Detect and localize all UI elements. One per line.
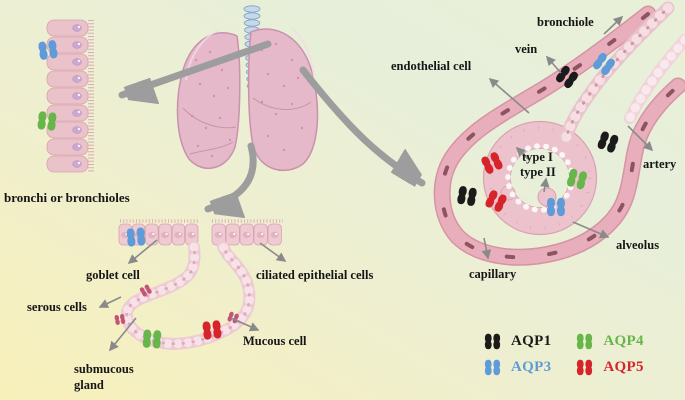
arrow-artery xyxy=(627,125,654,152)
arrow-capillary xyxy=(481,237,492,260)
label-endothelial-cell: endothelial cell xyxy=(391,59,472,73)
label-type1: type I xyxy=(522,150,553,164)
label-serous-cells: serous cells xyxy=(27,300,87,314)
bronchi-epithelium-strip xyxy=(37,19,94,173)
left-lung xyxy=(176,29,241,169)
arrow-mucous-cell xyxy=(230,317,260,332)
endothelial-nuclei xyxy=(440,12,680,260)
alveolar-duct-tube xyxy=(624,34,685,124)
arrow-ciliated-cells xyxy=(259,242,287,262)
capillary-band xyxy=(433,5,685,266)
arrow-goblet-cell xyxy=(127,239,158,265)
arrow-serous-cells xyxy=(98,296,122,308)
mini-aqp-marker xyxy=(114,313,126,326)
legend-item-aqp4: AQP4 xyxy=(575,333,643,350)
aqp-legend: AQP1 AQP4 AQP3 AQP5 xyxy=(483,333,644,376)
lung-speckles xyxy=(190,50,232,158)
label-bronchi-or-bronchioles: bronchi or bronchioles xyxy=(4,190,130,205)
annotation-arrows xyxy=(98,15,654,352)
right-lung xyxy=(247,27,319,172)
aqp1-marker xyxy=(456,185,478,207)
aqp3-channel-icon xyxy=(483,359,502,376)
legend-label: AQP4 xyxy=(603,333,644,349)
bronchiole-tube xyxy=(559,1,675,145)
label-mucous-cell: Mucous cell xyxy=(243,334,307,348)
label-artery: artery xyxy=(643,157,677,171)
aqp1-marker xyxy=(596,130,620,154)
arrow-to-bronchi-strip xyxy=(118,40,272,95)
legend-item-aqp5: AQP5 xyxy=(575,359,643,376)
label-capillary: capillary xyxy=(469,267,517,281)
label-bronchiole: bronchiole xyxy=(537,15,594,29)
legend-label: AQP5 xyxy=(603,359,644,375)
label-alveolus: alveolus xyxy=(616,238,660,252)
lungs-illustration xyxy=(176,5,319,172)
label-ciliated-epithelial-cells: ciliated epithelial cells xyxy=(256,268,374,282)
arrow-to-gland xyxy=(204,142,257,209)
zoom-arrows xyxy=(118,40,422,209)
aqp4-channel-icon xyxy=(575,333,594,350)
legend-item-aqp1: AQP1 xyxy=(483,333,551,350)
aqp1-channel-icon xyxy=(483,333,502,350)
arrow-type2 xyxy=(540,177,550,193)
label-submucous-gland: submucous gland xyxy=(74,362,134,393)
arrow-to-alveolus xyxy=(299,66,422,183)
arrow-alveolus xyxy=(572,221,610,239)
arrow-endothelial-cell xyxy=(488,77,530,114)
label-vein: vein xyxy=(515,42,538,56)
arrow-vein xyxy=(545,55,562,74)
arrow-type1 xyxy=(515,146,529,160)
legend-item-aqp3: AQP3 xyxy=(483,359,551,376)
lung-speckles xyxy=(260,42,304,152)
legend-label: AQP3 xyxy=(511,359,552,375)
legend-label: AQP1 xyxy=(511,333,552,349)
label-goblet-cell: goblet cell xyxy=(86,268,140,282)
arrow-bronchiole xyxy=(603,15,624,35)
gland-panel xyxy=(114,219,283,350)
label-type2: type II xyxy=(520,165,556,179)
arrow-submucous-gland xyxy=(108,317,137,352)
aqp5-channel-icon xyxy=(575,359,594,376)
alveolus-panel xyxy=(433,1,685,266)
